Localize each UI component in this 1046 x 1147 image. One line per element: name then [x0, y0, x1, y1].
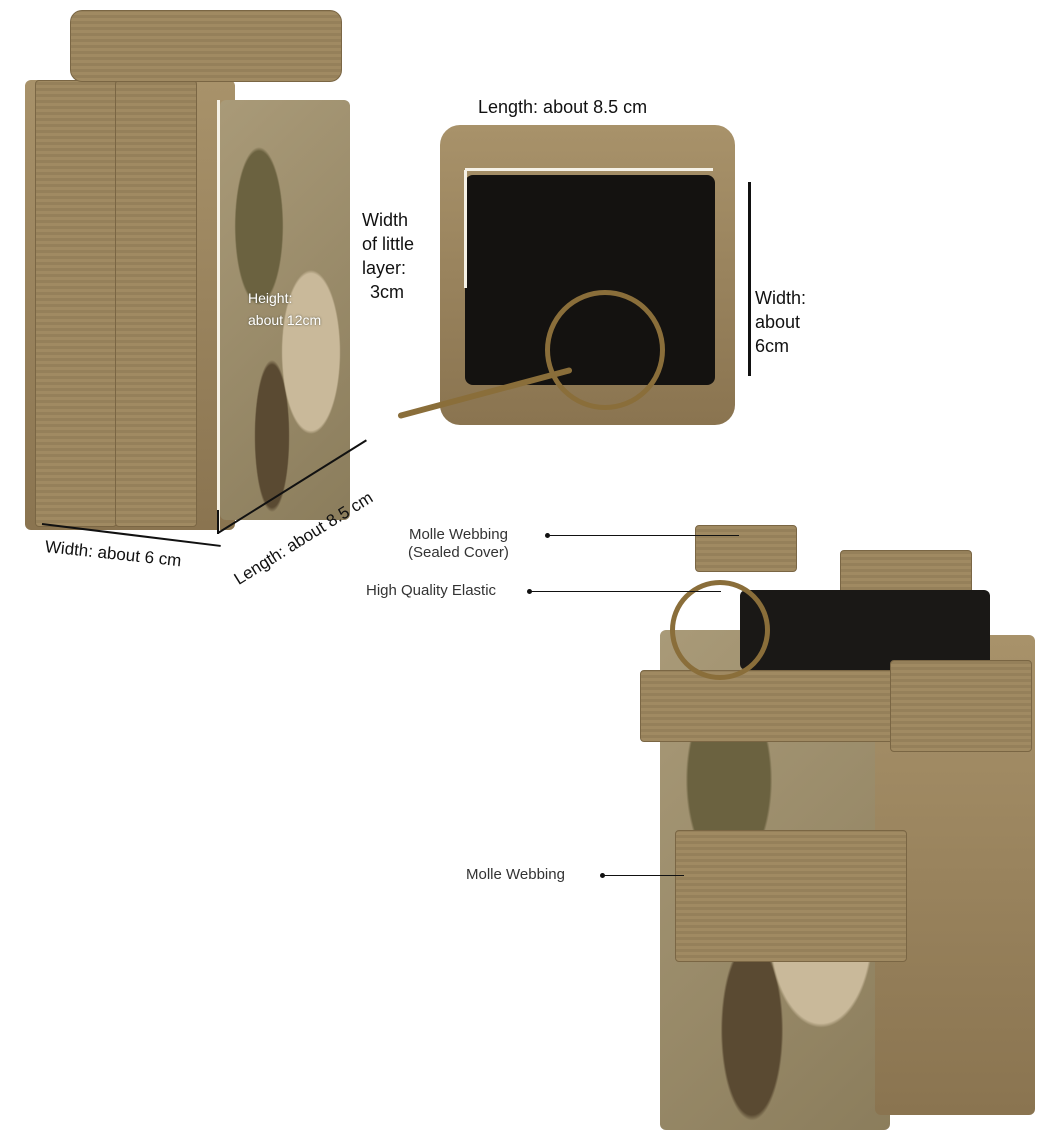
- callout-molle: Molle Webbing: [466, 866, 565, 883]
- top-width-line: about: [755, 312, 801, 332]
- height-label: Height: about 12cm: [248, 287, 321, 331]
- molle-strap: [675, 830, 907, 962]
- vertical-tick: [217, 510, 219, 534]
- callout-molle-sealed: Molle Webbing (Sealed Cover): [408, 526, 509, 562]
- little-layer-marker: [464, 170, 467, 288]
- callout-elastic: High Quality Elastic: [366, 582, 497, 599]
- elastic-cord: [545, 290, 665, 410]
- little-layer-line: of little: [362, 234, 415, 254]
- top-width-label: Width: about 6cm: [755, 286, 806, 358]
- pouch-side-camo: [220, 100, 350, 520]
- angled-pouch-image: [640, 520, 1040, 1140]
- elastic-cord: [670, 580, 770, 680]
- top-width-dimension-line: [748, 182, 751, 376]
- left-pouch-image: Height: about 12cm: [10, 10, 360, 535]
- height-label-value: about 12cm: [248, 312, 322, 328]
- top-width-line: 6cm: [755, 336, 790, 356]
- top-width-line: Width:: [755, 288, 807, 308]
- height-marker-line: [217, 100, 220, 530]
- callout-text: (Sealed Cover): [408, 544, 509, 561]
- height-label-title: Height:: [248, 290, 293, 306]
- little-layer-line: Width: [362, 210, 409, 230]
- little-layer-line: 3cm: [370, 282, 405, 302]
- pouch-opening: [740, 590, 990, 670]
- callout-dot: [527, 589, 532, 594]
- callout-dot: [600, 873, 605, 878]
- top-view-pouch-image: [395, 120, 745, 465]
- molle-strap: [640, 670, 902, 742]
- little-layer-label: Width of little layer: 3cm: [362, 208, 414, 304]
- top-length-label: Length: about 8.5 cm: [478, 97, 648, 117]
- width-label: Width: about 6 cm: [44, 537, 183, 571]
- callout-dot: [545, 533, 550, 538]
- top-flap: [695, 525, 797, 572]
- top-length-marker: [465, 168, 713, 171]
- callout-leader: [531, 591, 721, 592]
- molle-strap: [35, 80, 117, 527]
- callout-text: Molle Webbing: [408, 526, 508, 543]
- molle-strap: [890, 660, 1032, 752]
- little-layer-line: layer:: [362, 258, 407, 278]
- top-flap: [70, 10, 342, 82]
- callout-leader: [549, 535, 739, 536]
- callout-leader: [604, 875, 684, 876]
- molle-strap: [115, 80, 197, 527]
